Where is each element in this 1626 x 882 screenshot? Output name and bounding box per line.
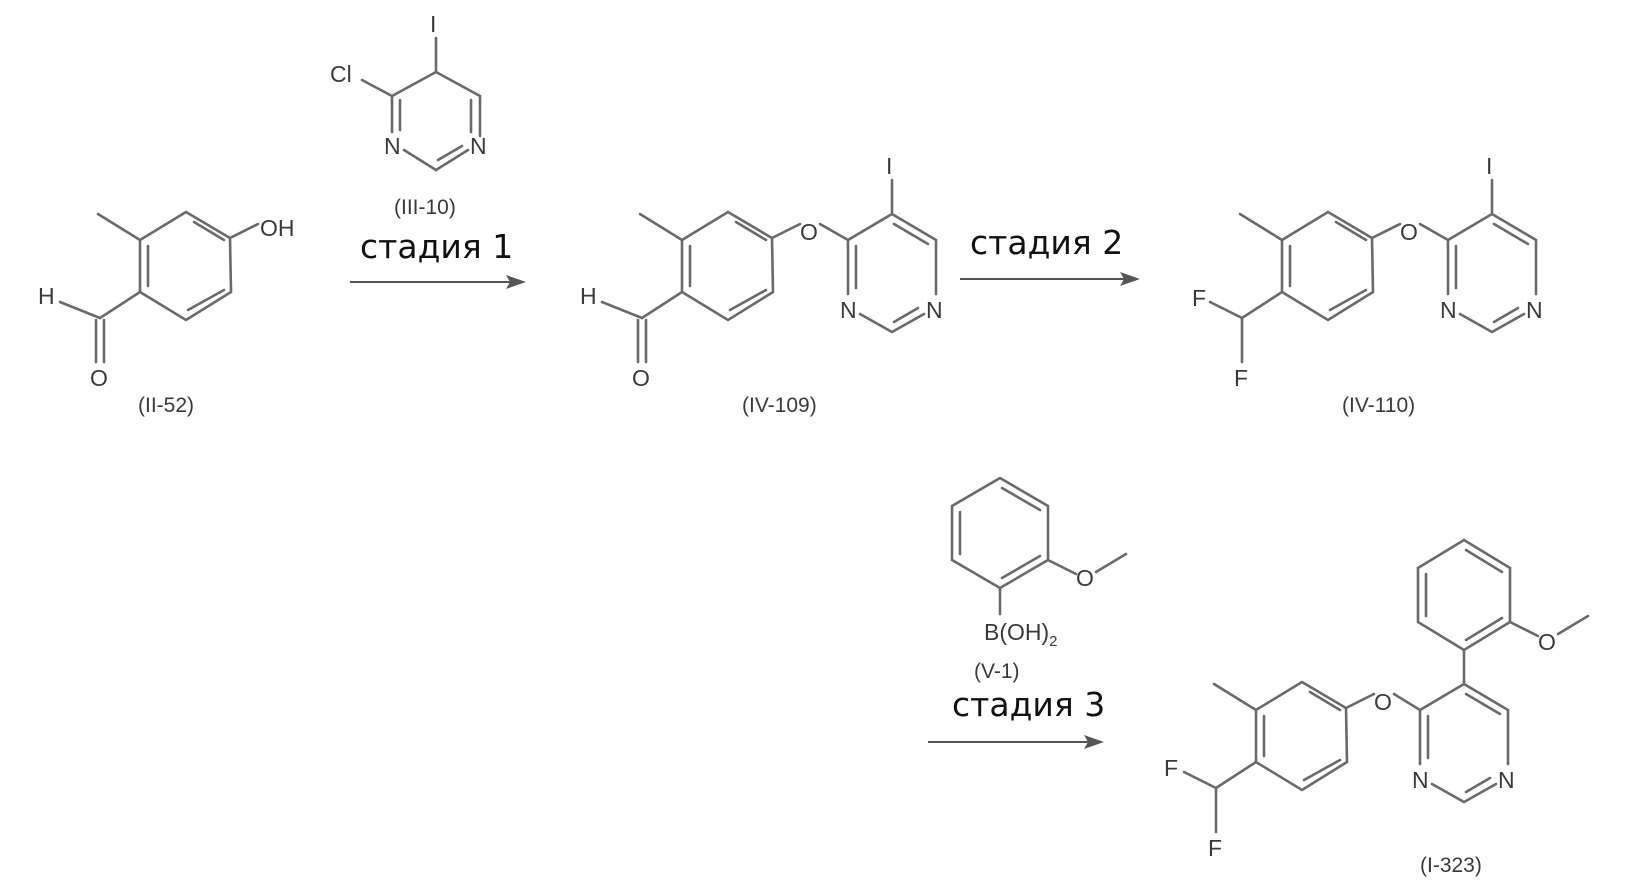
aldehyde-h-bond (60, 302, 100, 318)
atom-i: I (886, 153, 892, 179)
ring-bond (1464, 784, 1496, 802)
atom-n: N (1526, 297, 1543, 323)
methyl-bond (1558, 616, 1588, 634)
ring-double-bond (894, 224, 928, 244)
benzene-ring (140, 212, 231, 320)
benzene-ring (952, 478, 1048, 588)
atom-f: F (1192, 285, 1206, 311)
atom-i: I (430, 11, 436, 37)
atom-o: O (1076, 565, 1094, 591)
atom-n: N (1498, 767, 1515, 793)
benzene-ring (1282, 212, 1373, 320)
benzene-ring (682, 212, 773, 320)
atom-n: N (840, 297, 857, 323)
compound-II-52: OH H O (II-52) (38, 212, 295, 417)
ether-bond (1372, 224, 1400, 238)
atom-cl: Cl (330, 61, 352, 87)
ring-bond (436, 72, 480, 96)
aldehyde-bond (100, 292, 140, 318)
aldehyde-bond (642, 292, 682, 318)
ether-bond (820, 224, 848, 240)
atom-o-methoxy: O (1538, 629, 1556, 655)
atom-n: N (1440, 297, 1457, 323)
ring-bond (1448, 214, 1492, 240)
compound-id: (V-1) (974, 660, 1020, 683)
ring-double-bond (1466, 694, 1500, 714)
cf2h-bond (1242, 292, 1282, 318)
ring-bond (392, 72, 436, 96)
compound-I-323: O O N N F F (I-323) (1164, 540, 1588, 877)
ring-bond (1460, 314, 1492, 332)
c-f-bond (1210, 302, 1242, 318)
compound-IV-110: O I N N F F (IV-110) (1192, 153, 1543, 417)
atom-o-ether: O (1374, 689, 1392, 715)
methyl-bond (98, 214, 140, 240)
step-1: стадия 1 (350, 227, 526, 289)
ring-bond (892, 314, 924, 332)
methyl-bond (1240, 214, 1282, 240)
oh-bond (230, 224, 258, 238)
benzene-ring (1256, 682, 1347, 790)
atom-o-ether: O (1400, 219, 1418, 245)
ether-bond (1394, 694, 1420, 710)
ether-bond (1346, 694, 1374, 708)
step-2: стадия 2 (960, 223, 1140, 286)
c-f-bond (1184, 772, 1216, 788)
compound-IV-109: O I N N H O (IV-109) (580, 153, 943, 417)
compound-id: (IV-110) (1342, 394, 1415, 417)
atom-o: O (90, 365, 108, 391)
atom-oh: OH (260, 215, 295, 241)
methyl-bond (640, 214, 682, 240)
step-label: стадия 3 (952, 685, 1105, 724)
atom-n: N (1412, 767, 1429, 793)
ring-bond (1420, 684, 1464, 710)
ring-double-bond (438, 146, 462, 160)
atom-n: N (926, 297, 943, 323)
ring-bond (1432, 784, 1464, 802)
atom-f: F (1234, 365, 1248, 391)
ring-bond (860, 314, 892, 332)
chloro-bond (362, 80, 392, 96)
ring-double-bond (1494, 224, 1528, 244)
methoxyphenyl-ring (1418, 540, 1510, 650)
ring-bond (404, 150, 436, 170)
atom-h: H (38, 283, 55, 309)
step-label: стадия 2 (970, 223, 1123, 262)
boronic-acid-subscript: 2 (1049, 633, 1057, 650)
methyl-bond (1214, 684, 1256, 710)
compound-III-10: I Cl N N (III-10) (330, 11, 487, 219)
atom-n: N (384, 133, 401, 159)
ring-bond (848, 214, 892, 240)
atom-n: N (470, 133, 487, 159)
boronic-acid-label: B(OH) (984, 619, 1049, 645)
o-bond (1510, 622, 1538, 636)
compound-id: (II-52) (138, 394, 194, 417)
compound-id: (I-323) (1420, 854, 1482, 877)
compound-id: (IV-109) (742, 394, 817, 417)
ring-bond (1492, 314, 1524, 332)
step-label: стадия 1 (360, 227, 513, 266)
atom-h: H (580, 283, 597, 309)
compound-V-1: O B(OH)2 (V-1) (952, 478, 1126, 683)
atom-o-ether: O (800, 219, 818, 245)
ether-bond (772, 224, 800, 238)
atom-i: I (1486, 153, 1492, 179)
atom-f: F (1208, 835, 1222, 861)
o-bond (1048, 560, 1076, 574)
aldehyde-h-bond (602, 302, 642, 318)
atom-boronic-acid: B(OH)2 (984, 619, 1058, 650)
methyl-bond (1096, 554, 1126, 572)
cf2h-bond (1216, 762, 1256, 788)
atom-o: O (632, 365, 650, 391)
compound-id: (III-10) (394, 196, 456, 219)
atom-f: F (1164, 755, 1178, 781)
step-3: стадия 3 (928, 685, 1105, 749)
ether-bond (1420, 224, 1448, 240)
